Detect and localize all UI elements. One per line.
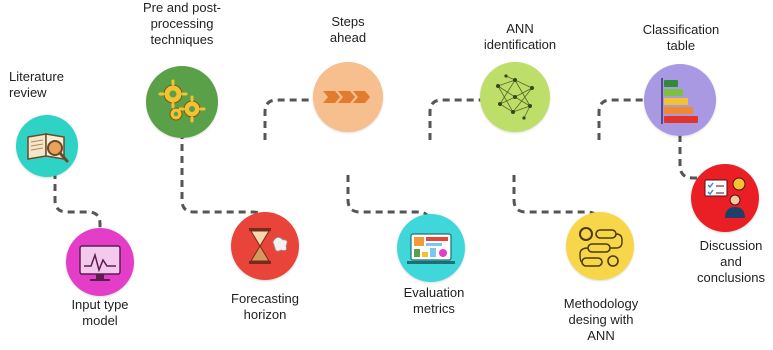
label-steps-ahead: Steps ahead (329, 14, 367, 45)
gears-icon (158, 79, 206, 123)
hourglass-icon (249, 228, 288, 264)
label-ann-identification: ANN identification (483, 21, 557, 52)
preprocessing-node (146, 66, 218, 138)
label-discussion: Discussion and conclusions (697, 238, 765, 285)
label-methodology: Methodology desing with ANN (563, 296, 639, 343)
ann-identification-node (480, 62, 550, 132)
book-magnifier-icon (27, 133, 69, 163)
discussion-node (691, 164, 759, 232)
label-forecasting-horizon: Forecasting horizon (231, 291, 299, 322)
arrows-chevron-icon (323, 91, 370, 103)
flowchart-icon (579, 227, 623, 267)
monitor-chart-icon (79, 245, 121, 281)
label-evaluation-metrics: Evaluation metrics (403, 285, 465, 316)
input-type-model-node (66, 228, 134, 296)
steps-ahead-node (313, 62, 383, 132)
methodology-node (566, 212, 634, 280)
evaluation-metrics-node (397, 214, 465, 282)
forecasting-horizon-node (231, 212, 299, 280)
neural-network-icon (496, 74, 534, 120)
classification-table-node (644, 64, 716, 136)
rating-bars-icon (661, 78, 698, 124)
label-classification-table: Classification table (642, 22, 720, 53)
literature-review-node (16, 115, 78, 177)
label-input-type-model: Input type model (71, 297, 129, 328)
label-literature-review: Literature review (9, 69, 64, 100)
dashboard-icon (407, 233, 455, 264)
label-preprocessing: Pre and post- processing techniques (142, 0, 222, 47)
presenter-icon (704, 177, 746, 218)
